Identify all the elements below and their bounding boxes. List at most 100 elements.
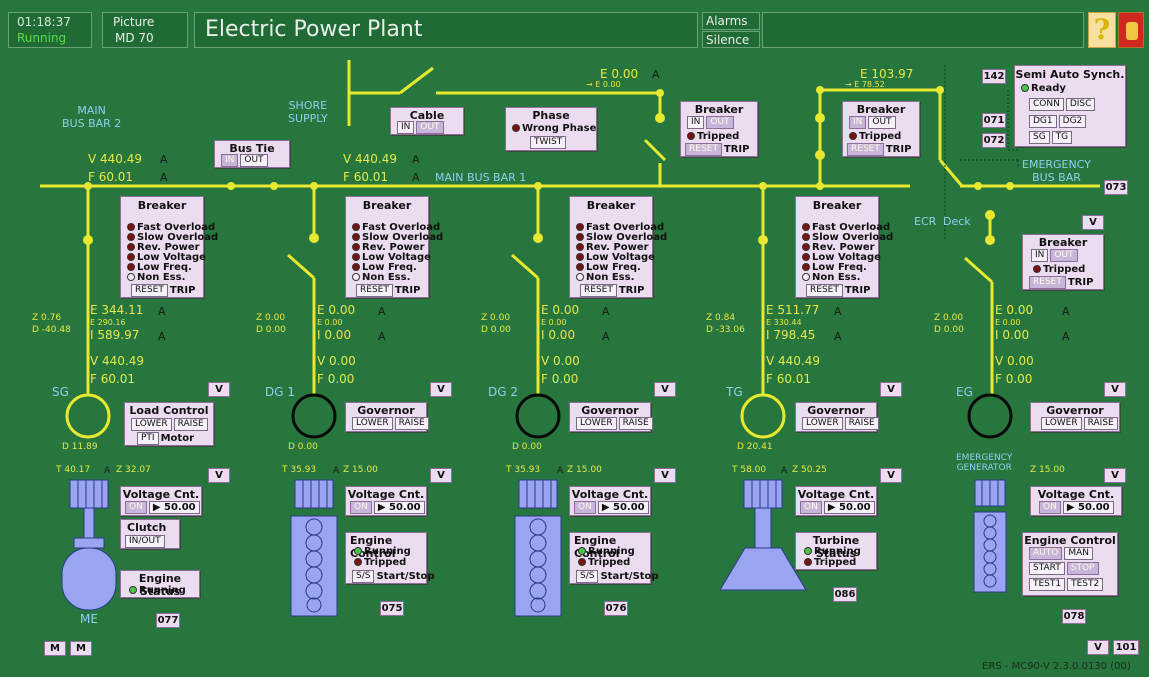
cable-in-button[interactable]: IN [397, 121, 415, 134]
eg-test1-button[interactable]: TEST1 [1029, 578, 1066, 591]
eg-auto-button[interactable]: AUTO [1029, 547, 1063, 560]
emergency-feed-out-button[interactable]: OUT [868, 116, 896, 129]
m-button-1[interactable]: M [44, 641, 66, 656]
emergency-breaker-reset-button[interactable]: RESET [1029, 276, 1066, 289]
sg-expand-v-button[interactable]: V [208, 382, 230, 397]
turbine-running-status: Running [804, 547, 861, 557]
eg-voltage-setpoint[interactable]: ▶ 50.00 [1062, 501, 1114, 514]
shore-breaker-out-button[interactable]: OUT [706, 116, 734, 129]
dg1-voltage-setpoint[interactable]: ▶ 50.00 [373, 501, 425, 514]
emergency-feed-breaker-title: Breaker [856, 103, 906, 116]
synch-sg-button[interactable]: SG [1029, 131, 1050, 144]
eg-test2-button[interactable]: TEST2 [1067, 578, 1104, 591]
dg2-voltage-on-button[interactable]: ON [574, 501, 596, 514]
sg-voltage-setpoint[interactable]: ▶ 50.00 [148, 501, 200, 514]
tag-077[interactable]: 077 [156, 613, 180, 628]
eg-lower-v-button[interactable]: V [1104, 468, 1126, 483]
dg2-engine-control-title: Engine Control [574, 534, 620, 560]
tag-076[interactable]: 076 [604, 601, 628, 616]
bus-tie-in-button[interactable]: IN [221, 154, 239, 167]
tag-072[interactable]: 072 [982, 133, 1006, 148]
clock-panel: 01:18:37 Running [8, 12, 92, 48]
low-voltage-indicator: Low Voltage [352, 253, 431, 263]
sg-voltage-on-button[interactable]: ON [125, 501, 147, 514]
tag-101[interactable]: 101 [1113, 640, 1139, 655]
eg-expand-v-button[interactable]: V [1104, 382, 1126, 397]
page-title-box: Electric Power Plant [194, 12, 698, 48]
shore-breaker-title: Breaker [694, 103, 744, 116]
m-button-2[interactable]: M [70, 641, 92, 656]
shore-breaker-in-button[interactable]: IN [687, 116, 705, 129]
dg2-voltage-setpoint[interactable]: ▶ 50.00 [597, 501, 649, 514]
tg-voltage-setpoint[interactable]: ▶ 50.00 [823, 501, 875, 514]
dg2-e-value: E 0.00 [541, 303, 580, 317]
tag-073[interactable]: 073 [1104, 180, 1128, 195]
dg1-breaker-reset-button[interactable]: RESET [356, 284, 393, 297]
eg-start-button[interactable]: START [1029, 562, 1065, 575]
dg1-voltage-on-button[interactable]: ON [350, 501, 372, 514]
eg-man-button[interactable]: MAN [1064, 547, 1093, 560]
tg-governor-lower-button[interactable]: LOWER [802, 417, 843, 430]
tg-governor-raise-button[interactable]: RAISE [844, 417, 879, 430]
bus1-voltage-unit: A [412, 153, 420, 166]
sg-lower-v-button[interactable]: V [208, 468, 230, 483]
low-freq-lamp-icon [802, 263, 810, 271]
synch-conn-button[interactable]: CONN [1029, 98, 1064, 111]
synch-dg2-button[interactable]: DG2 [1058, 115, 1087, 128]
sg-breaker-reset-button[interactable]: RESET [131, 284, 168, 297]
twist-button[interactable]: TWIST [530, 136, 567, 149]
tg-voltage-on-button[interactable]: ON [800, 501, 822, 514]
dg2-voltage-cnt-title: Voltage Cnt. [571, 488, 649, 501]
dg1-v-value: V 0.00 [317, 354, 356, 368]
non-ess-indicator: Non Ess. [576, 273, 634, 283]
dg2-ss-button[interactable]: S/S [576, 570, 599, 583]
emergency-feed-reset-button[interactable]: RESET [847, 143, 884, 156]
eg-voltage-on-button[interactable]: ON [1039, 501, 1061, 514]
dg2-breaker-reset-button[interactable]: RESET [580, 284, 617, 297]
tag-071[interactable]: 071 [982, 113, 1006, 128]
eg-governor-raise-button[interactable]: RAISE [1083, 417, 1118, 430]
eg-governor-lower-button[interactable]: LOWER [1041, 417, 1082, 430]
dg2-lower-v-button[interactable]: V [654, 468, 676, 483]
tag-075[interactable]: 075 [380, 601, 404, 616]
emergency-breaker-v-button[interactable]: V [1082, 215, 1104, 230]
alarms-button[interactable]: Alarms [702, 12, 760, 30]
emergency-breaker-in-button[interactable]: IN [1031, 249, 1049, 262]
shore-breaker-reset-button[interactable]: RESET [685, 143, 722, 156]
dg1-ss-button[interactable]: S/S [352, 570, 375, 583]
emergency-breaker-out-button[interactable]: OUT [1050, 249, 1078, 262]
dg2-governor-raise-button[interactable]: RAISE [618, 417, 653, 430]
load-lower-button[interactable]: LOWER [131, 418, 172, 431]
emergency-feed-in-button[interactable]: IN [849, 116, 867, 129]
dg1-governor-lower-button[interactable]: LOWER [352, 417, 393, 430]
synch-dg1-button[interactable]: DG1 [1029, 115, 1057, 128]
synch-tg-button[interactable]: TG [1051, 131, 1073, 144]
tg-breaker-reset-button[interactable]: RESET [806, 284, 843, 297]
tag-142[interactable]: 142 [982, 69, 1006, 84]
clutch-inout-button[interactable]: IN/OUT [125, 535, 165, 548]
dg1-expand-v-button[interactable]: V [430, 382, 452, 397]
dg2-d-top-value: D 0.00 [481, 325, 511, 335]
bottom-v-button[interactable]: V [1087, 640, 1109, 655]
dg1-e-value: E 0.00 [317, 303, 356, 317]
bus-tie-out-button[interactable]: OUT [240, 154, 268, 167]
tg-expand-v-button[interactable]: V [880, 382, 902, 397]
picture-selector[interactable]: Picture MD 70 [102, 12, 188, 48]
sg-t-value: T 40.17 [56, 465, 91, 475]
low-voltage-lamp-icon [127, 253, 135, 261]
cable-out-button[interactable]: OUT [416, 121, 444, 134]
tag-078[interactable]: 078 [1062, 609, 1086, 624]
synch-disc-button[interactable]: DISC [1065, 98, 1096, 111]
dg1-governor-raise-button[interactable]: RAISE [394, 417, 429, 430]
tg-lower-v-button[interactable]: V [880, 468, 902, 483]
load-raise-button[interactable]: RAISE [173, 418, 208, 431]
dg2-expand-v-button[interactable]: V [654, 382, 676, 397]
silence-button[interactable]: Silence [702, 31, 760, 48]
pti-button[interactable]: PTI [137, 432, 159, 445]
tag-086[interactable]: 086 [833, 587, 857, 602]
eg-stop-button[interactable]: STOP [1066, 562, 1099, 575]
help-icon[interactable]: ? [1088, 12, 1116, 48]
motor-label: Motor [160, 433, 194, 444]
dg1-lower-v-button[interactable]: V [430, 468, 452, 483]
dg2-governor-lower-button[interactable]: LOWER [576, 417, 617, 430]
